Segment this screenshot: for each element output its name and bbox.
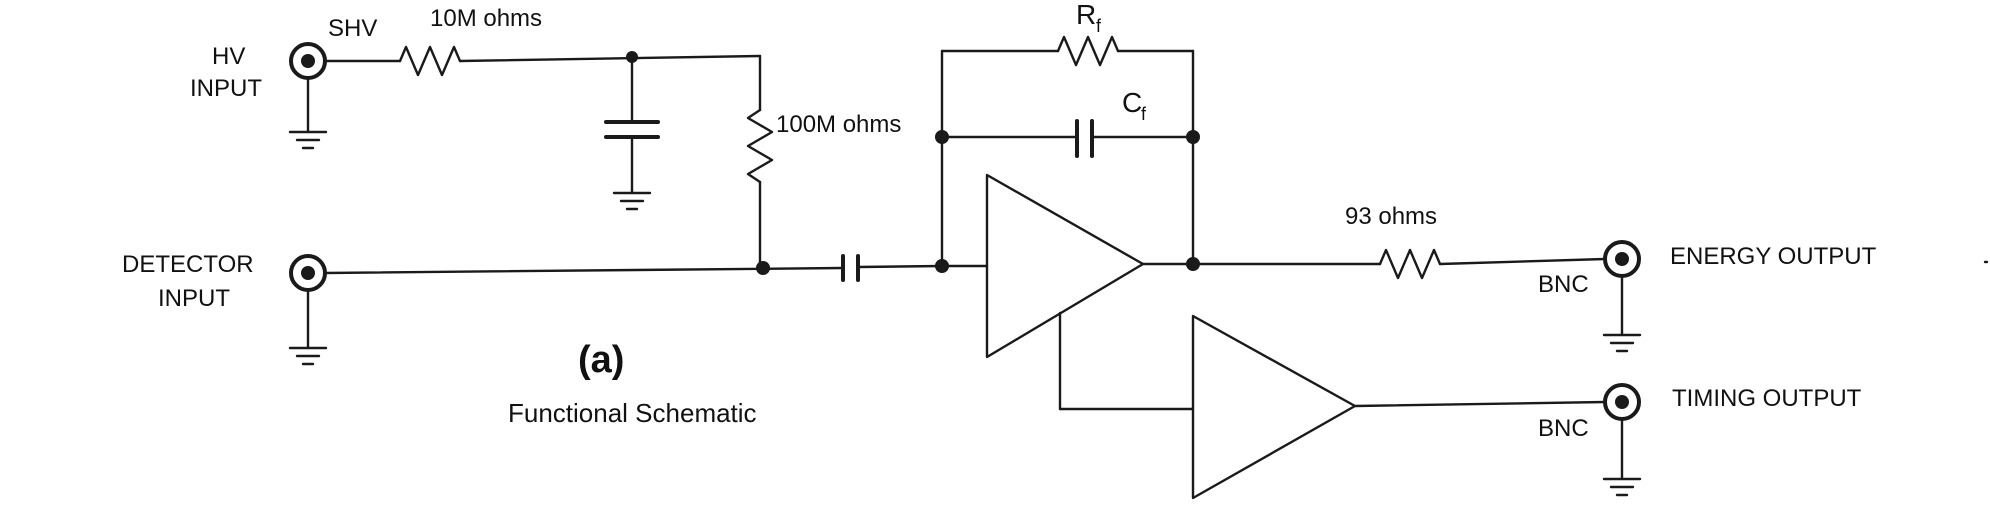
coupling-capacitor-icon [841, 254, 860, 282]
wire-hv-2 [458, 54, 762, 63]
hv-label: HV [212, 43, 245, 70]
cf-capacitor-icon [1075, 119, 1094, 158]
resistor-100m-icon [746, 108, 774, 184]
wire-energy-output [1438, 257, 1607, 266]
detector-ground-icon [288, 346, 328, 366]
preamplifier-icon [985, 173, 1145, 359]
energy-output-label: ENERGY OUTPUT [1670, 243, 1877, 270]
junction-detector-icon [756, 261, 770, 275]
resistor-10m-icon [398, 45, 462, 77]
wire-timing-output [1353, 400, 1607, 408]
r-100m-label: 100M ohms [776, 111, 901, 138]
shv-label: SHV [328, 15, 377, 42]
cf-subscript: f [1141, 104, 1147, 124]
timing-ground-icon [1602, 477, 1642, 497]
filter-capacitor-icon [604, 120, 660, 139]
cf-label: C [1122, 87, 1142, 118]
filter-ground-icon [612, 191, 652, 211]
r-10m-label: 10M ohms [430, 5, 542, 32]
rf-label: R [1076, 0, 1096, 30]
r-93-label: 93 ohms [1345, 203, 1437, 230]
rf-subscript: f [1096, 16, 1102, 36]
detector-label: DETECTOR [122, 251, 254, 278]
junction-cf-right-icon [1186, 130, 1200, 144]
bnc-timing-label: BNC [1538, 415, 1589, 442]
figure-letter: (a) [578, 339, 624, 381]
detector-input-label: INPUT [158, 285, 230, 312]
bnc-energy-label: BNC [1538, 271, 1589, 298]
timing-output-connector-icon [1603, 383, 1641, 481]
detector-input-connector-icon [289, 254, 327, 350]
timing-amplifier-icon [1191, 314, 1357, 500]
wire-to-amp [856, 264, 944, 269]
hv-input-label: INPUT [190, 75, 262, 102]
figure-caption: Functional Schematic [508, 398, 757, 428]
hv-ground-icon [288, 130, 328, 150]
junction-amp-output-icon [1186, 257, 1200, 271]
energy-output-connector-icon [1603, 240, 1641, 337]
timing-output-label: TIMING OUTPUT [1672, 385, 1862, 412]
hv-input-connector-icon [289, 42, 327, 134]
resistor-93-icon [1378, 248, 1442, 280]
rf-resistor-icon [1056, 35, 1120, 67]
energy-ground-icon [1602, 333, 1642, 353]
